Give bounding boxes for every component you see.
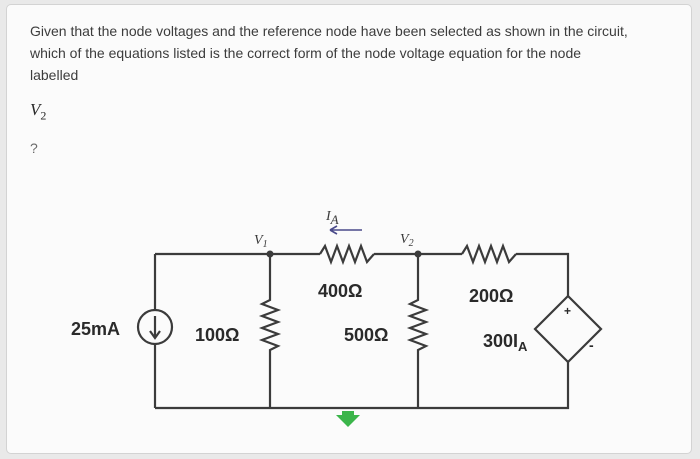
resistor-500-ohm xyxy=(406,254,430,408)
answer-select[interactable]: ? xyxy=(30,140,38,156)
resistor-200-label: 200Ω xyxy=(469,286,513,306)
node1-label: V1 xyxy=(254,233,268,250)
node-symbol: V xyxy=(30,100,41,119)
current-source xyxy=(136,308,174,346)
node-subscript: 2 xyxy=(40,108,47,123)
current-arrow xyxy=(329,225,362,235)
resistor-400-label: 400Ω xyxy=(318,281,362,301)
dependent-source xyxy=(533,294,603,364)
current-source-arrow xyxy=(149,316,161,340)
resistor-400-ohm xyxy=(319,242,375,266)
dependent-plus: + xyxy=(564,304,571,318)
resistor-100-ohm xyxy=(258,254,282,408)
node-dot-v1 xyxy=(266,250,274,258)
ground-arrow-icon xyxy=(336,411,360,427)
node-reference: V2 xyxy=(30,100,46,123)
source-label: 25mA xyxy=(71,319,120,339)
dependent-source-label: 300IA xyxy=(483,331,528,354)
resistor-200-ohm xyxy=(461,242,517,266)
current-label: IA xyxy=(325,209,339,227)
question-card xyxy=(6,4,692,454)
node-dot-v2 xyxy=(414,250,422,258)
node2-label: V2 xyxy=(400,232,414,249)
resistor-100-label: 100Ω xyxy=(195,325,239,345)
wire-bottom xyxy=(155,362,570,410)
dependent-minus: - xyxy=(589,337,594,353)
resistor-500-label: 500Ω xyxy=(344,325,388,345)
wire-top-right xyxy=(516,252,570,296)
question-text: Given that the node voltages and the ref… xyxy=(30,23,628,83)
